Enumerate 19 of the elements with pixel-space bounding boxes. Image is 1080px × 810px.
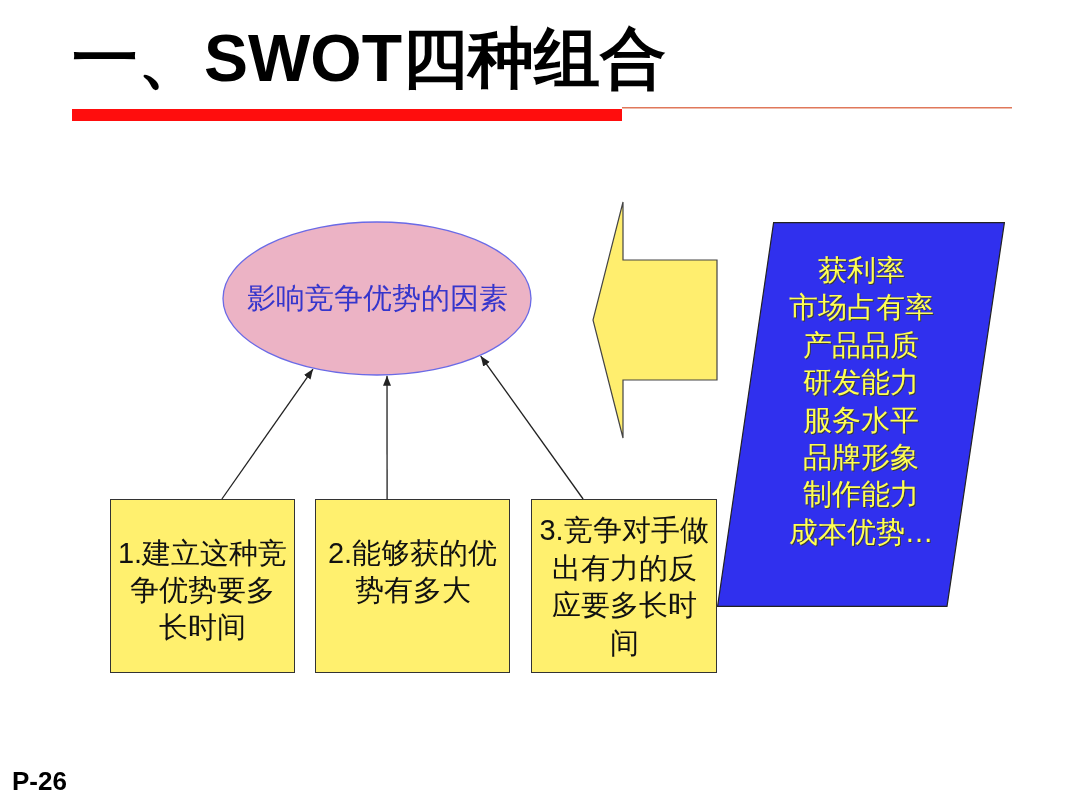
factor-item: 获利率 [817, 253, 905, 288]
factor-ellipse: 影响竞争优势的因素 [222, 221, 532, 376]
factor-item: 研发能力 [803, 365, 919, 401]
question-box: 1.建立这种竞争优势要多长时间 [110, 499, 295, 673]
question-box: 2.能够获的优势有多大 [315, 499, 510, 673]
arrow [221, 368, 314, 500]
question-box: 3.竞争对手做出有力的反应要多长时间 [531, 499, 717, 673]
factor-item: 制作能力 [803, 477, 919, 513]
factor-item: 市场占有率 [788, 290, 934, 326]
arrow [480, 355, 584, 500]
page-number: P-26 [12, 767, 67, 797]
factor-item: 品牌形象 [803, 440, 919, 476]
factor-item: 产品品质 [803, 327, 919, 363]
page-title: 一、SWOT四种组合 [72, 20, 666, 96]
factor-item: 成本优势… [788, 514, 934, 550]
arrow [383, 375, 391, 500]
factor-parallelogram [717, 222, 1005, 607]
block-arrow [592, 201, 718, 439]
factor-item: 服务水平 [803, 402, 919, 438]
